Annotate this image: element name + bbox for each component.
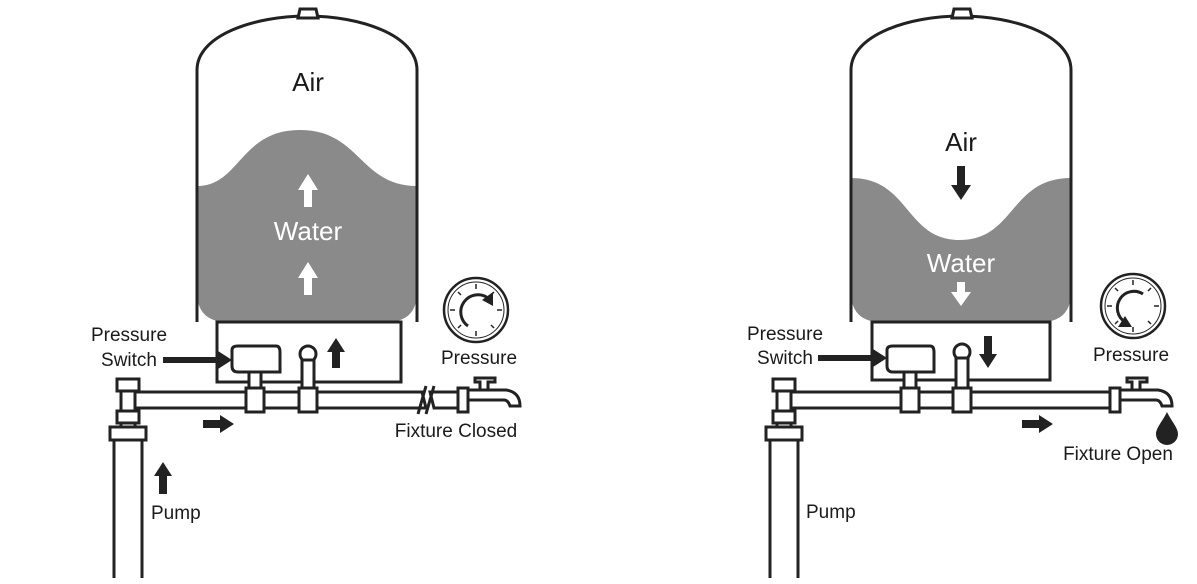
right-pump-label: Pump	[806, 502, 856, 523]
right-gauge-rim	[1104, 277, 1162, 335]
right-main-pipe	[786, 390, 1114, 410]
left-water-up-arrow-bottom	[298, 262, 318, 295]
left-faucet-handle	[473, 376, 497, 392]
left-pressure-switch	[230, 344, 282, 374]
right-pump-collar	[764, 425, 804, 442]
left-pump-riser-cap	[115, 377, 141, 393]
right-tank-water	[851, 178, 1071, 322]
left-pump-label: Pump	[151, 503, 201, 524]
left-main-pipe	[130, 390, 428, 410]
right-tank-cap	[950, 7, 974, 20]
right-panel-draining: Air Water Pump Pressure Switch	[747, 7, 1178, 578]
left-pipe-break-mark-2	[424, 385, 436, 415]
left-fixture-label: Fixture Closed	[395, 421, 518, 442]
left-pipe-flow-arrow	[203, 415, 234, 433]
left-water-up-arrow-top	[298, 174, 318, 207]
left-pressure-label: Pressure	[441, 348, 517, 369]
right-outlet-down-arrow	[979, 336, 997, 368]
right-pressure-label: Pressure	[1093, 345, 1169, 366]
right-pressure-switch	[885, 344, 936, 374]
left-gauge-rising-arc	[459, 293, 489, 328]
right-pump-riser-cap	[771, 377, 797, 393]
right-faucet-handle	[1125, 376, 1149, 392]
right-pump-riser-joint	[771, 409, 797, 425]
left-pump-up-arrow	[154, 462, 172, 494]
left-outlet-up-arrow	[327, 338, 345, 368]
right-pressure-switch-label-line1: Pressure	[747, 324, 823, 345]
right-water-label: Water	[927, 248, 996, 278]
left-pump-collar	[108, 425, 148, 442]
right-fitting-switch	[899, 386, 921, 414]
right-pressure-switch-label-line2: Switch	[757, 348, 813, 369]
left-pressure-switch-label-line2: Switch	[101, 350, 157, 371]
right-pipe-flow-arrow	[1022, 415, 1053, 433]
left-air-label: Air	[292, 67, 324, 97]
left-pressure-switch-label-line1: Pressure	[91, 325, 167, 346]
right-air-down-arrow	[951, 166, 971, 200]
left-tank-water	[197, 130, 417, 322]
right-water-down-arrow	[951, 282, 971, 306]
left-water-label: Water	[274, 216, 343, 246]
right-fixture-label: Fixture Open	[1063, 444, 1173, 465]
right-pressure-switch-pointer	[818, 349, 887, 367]
right-water-drop-icon	[1156, 412, 1178, 445]
left-pipe-break-mark-1	[416, 385, 428, 415]
right-faucet-body	[1118, 388, 1174, 408]
left-pump-riser-joint	[115, 409, 141, 425]
right-gauge-falling-arc	[1115, 289, 1144, 324]
left-fitting-switch	[244, 386, 266, 414]
left-gauge-arrowhead	[482, 292, 493, 306]
left-faucet-body	[466, 388, 522, 408]
left-tank-cap	[296, 7, 320, 20]
right-gauge-ticks	[1107, 280, 1159, 332]
left-pressure-switch-pointer	[163, 351, 232, 369]
right-fitting-outlet	[951, 386, 973, 414]
right-pump-body	[768, 438, 800, 578]
left-gauge-rim	[447, 281, 505, 339]
left-fitting-outlet	[297, 386, 319, 414]
left-panel-filling: Air Water Pump	[91, 7, 522, 578]
right-gauge-arrowhead	[1118, 316, 1132, 327]
right-air-label: Air	[945, 127, 977, 157]
left-pump-body	[112, 438, 144, 578]
